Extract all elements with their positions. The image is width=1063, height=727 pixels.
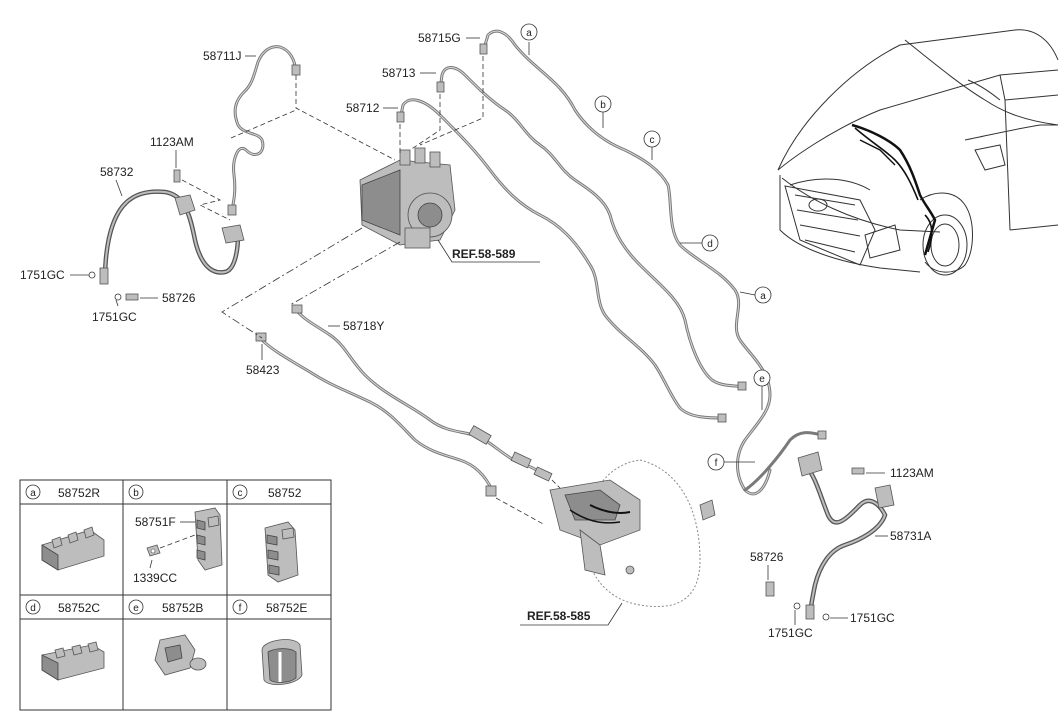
label-1123AM-left: 1123AM: [150, 135, 194, 149]
table-letter-b: b: [133, 488, 139, 499]
callout-e: e: [759, 374, 765, 385]
table-letter-d: d: [30, 603, 36, 614]
table-letter-e: e: [133, 603, 139, 614]
callouts: a b c d a e f: [520, 23, 772, 471]
label-58726-right: 58726: [750, 550, 784, 564]
table-letter-f: f: [239, 603, 242, 614]
table-code-c: 58752: [268, 486, 302, 500]
leader-lines: [70, 37, 888, 626]
table-b-sub1: 58751F: [135, 515, 176, 529]
callout-c: c: [650, 135, 655, 146]
label-58423: 58423: [246, 363, 280, 377]
label-1751GC-b: 1751GC: [92, 310, 137, 324]
brake-booster: [549, 459, 716, 608]
label-58726-left: 58726: [162, 291, 196, 305]
table-code-d: 58752C: [58, 601, 100, 615]
front-left-brake-hose: [88, 169, 245, 301]
part-labels: 58711J 58715G 58713 58712 1123AM 58732 1…: [20, 31, 934, 640]
label-58715G: 58715G: [418, 31, 461, 45]
label-58712: 58712: [346, 101, 380, 115]
vehicle-illustration: [777, 29, 1059, 276]
front-right-brake-hose: [765, 451, 895, 621]
label-1751GC-d: 1751GC: [850, 611, 895, 625]
clip-58752E-illustration: [261, 639, 303, 685]
clip-58751F-illustration: [146, 507, 223, 571]
table-letter-c: c: [238, 488, 243, 499]
label-58713: 58713: [382, 66, 416, 80]
table-code-f: 58752E: [266, 601, 307, 615]
label-58732: 58732: [100, 165, 134, 179]
brake-pipes: [227, 29, 827, 497]
label-1751GC-a: 1751GC: [20, 268, 65, 282]
callout-d: d: [707, 239, 713, 250]
label-58718Y: 58718Y: [343, 319, 384, 333]
table-code-a: 58752R: [58, 486, 100, 500]
ref-58-589: REF.58-589: [452, 247, 516, 261]
clip-58752B-illustration: [154, 634, 207, 676]
callout-b: b: [600, 100, 606, 111]
table-code-e: 58752B: [162, 601, 203, 615]
label-1751GC-c: 1751GC: [768, 626, 813, 640]
callout-a-mid: a: [760, 291, 766, 302]
callout-a-top: a: [526, 28, 532, 39]
table-b-sub2: 1339CC: [133, 571, 177, 585]
clip-58752-illustration: [264, 521, 299, 583]
label-58731A: 58731A: [890, 529, 931, 543]
clip-58752C-illustration: [41, 641, 105, 681]
label-58711J: 58711J: [203, 49, 241, 63]
ref-58-585: REF.58-585: [527, 609, 591, 623]
callout-f: f: [715, 458, 718, 469]
table-letter-a: a: [30, 488, 36, 499]
label-1123AM-right: 1123AM: [890, 466, 934, 480]
clip-parts-table: a 58752R b c 58752 d 58752C e 58752B f 5…: [19, 479, 332, 711]
clip-58752R-illustration: [41, 526, 105, 571]
abs-hydraulic-unit: [359, 147, 456, 249]
